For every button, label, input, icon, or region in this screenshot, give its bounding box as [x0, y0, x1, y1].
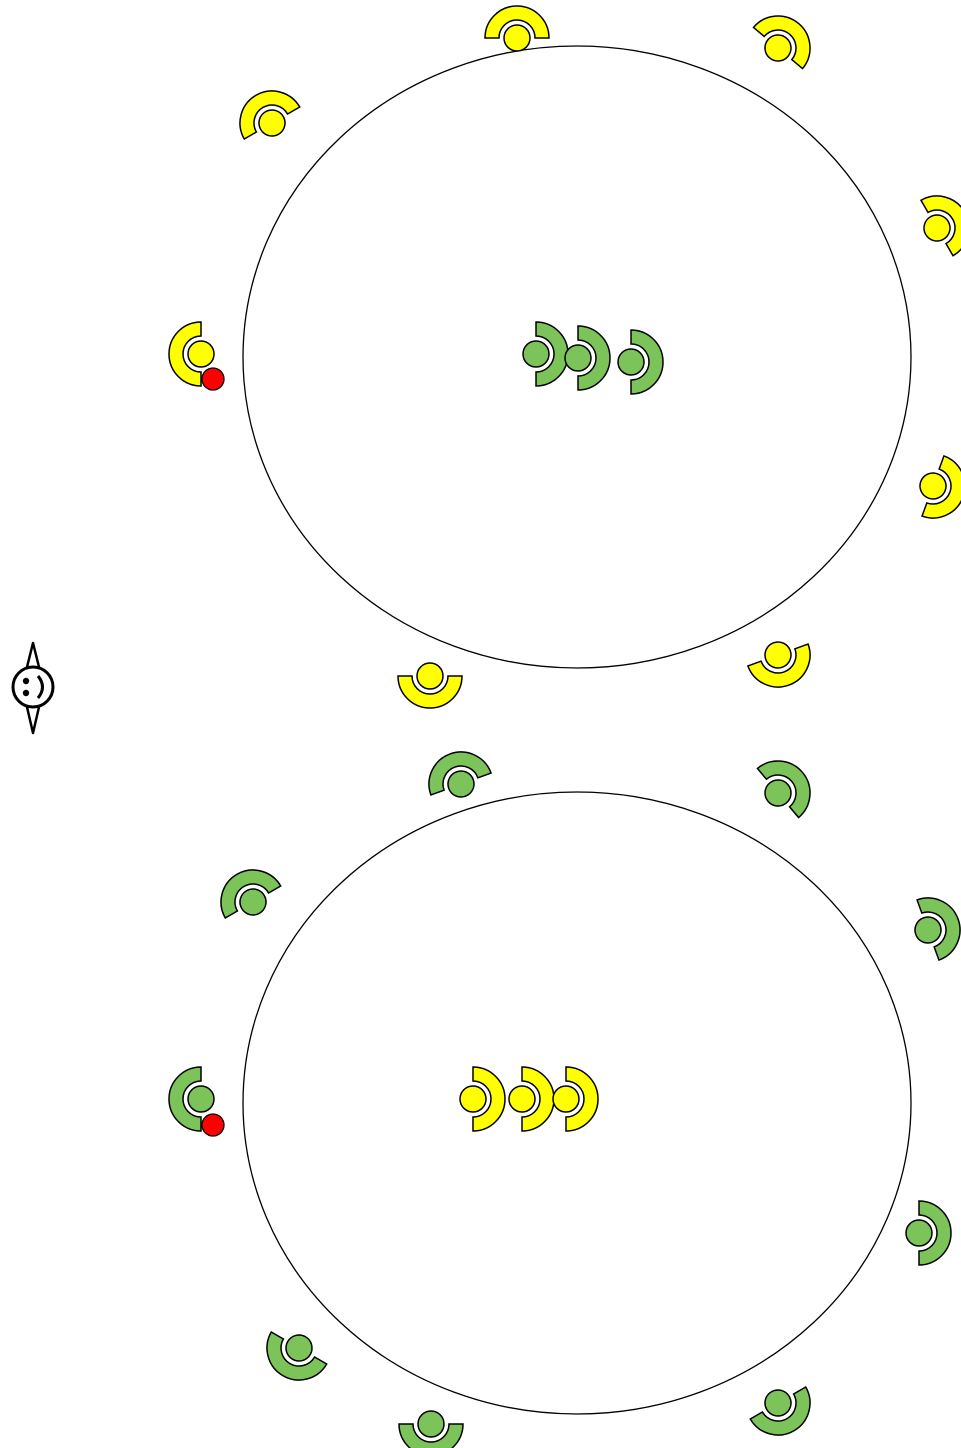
seat-band-icon [577, 325, 611, 391]
outer-seat [756, 760, 811, 819]
seat-band-icon [749, 1385, 811, 1436]
center-seat [617, 329, 664, 395]
seat-head-icon [187, 340, 215, 368]
seat-head-icon [508, 1085, 536, 1113]
seat-head-icon [417, 1410, 445, 1438]
outer-seat [919, 195, 961, 257]
center-seat [508, 1066, 555, 1132]
seat-band-icon [168, 321, 202, 387]
ring-outline [242, 45, 912, 669]
center-seat [552, 1066, 599, 1132]
outer-seat [749, 1385, 811, 1436]
seat-head-icon [764, 1389, 792, 1417]
outer-seat [266, 1330, 328, 1381]
red-dot-icon [201, 1113, 225, 1137]
seat-band-icon [752, 15, 811, 70]
seat-head-icon [187, 1085, 215, 1113]
seat-band-icon [918, 1200, 952, 1266]
seat-head-icon [258, 109, 286, 137]
seat-band-icon [916, 897, 961, 962]
seat-head-icon [416, 662, 444, 690]
smiley-face-icon [11, 641, 55, 735]
outer-seat [484, 5, 550, 52]
seat-band-icon [398, 1423, 464, 1448]
outer-seat [746, 641, 811, 688]
seat-band-icon [746, 643, 811, 688]
center-seat [459, 1066, 506, 1132]
center-seat [522, 321, 569, 387]
outer-seat [905, 1200, 952, 1266]
seat-band-icon [565, 1066, 599, 1132]
seat-head-icon [764, 34, 792, 62]
outer-seat [397, 662, 463, 709]
seat-head-icon [503, 24, 531, 52]
seat-head-icon [919, 472, 947, 500]
upper-ring [168, 5, 961, 709]
red-dot-icon [201, 367, 225, 391]
seat-head-icon [552, 1085, 580, 1113]
outer-seat [220, 869, 282, 920]
outer-seat [168, 321, 215, 387]
seat-head-icon [914, 916, 942, 944]
outer-seat [239, 90, 301, 141]
seat-band-icon [919, 195, 961, 257]
seat-head-icon [239, 888, 267, 916]
seat-band-icon [472, 1066, 506, 1132]
seat-head-icon [764, 779, 792, 807]
outer-seat [752, 15, 811, 70]
seat-head-icon [564, 344, 592, 372]
outer-seat [398, 1410, 464, 1448]
outer-seat [919, 454, 961, 519]
center-seat [564, 325, 611, 391]
seat-band-icon [220, 869, 282, 920]
seat-head-icon [905, 1219, 933, 1247]
seat-head-icon [522, 340, 550, 368]
seat-band-icon [397, 675, 463, 709]
outer-seat [428, 751, 493, 798]
seat-band-icon [168, 1066, 202, 1132]
seat-band-icon [521, 1066, 555, 1132]
seat-head-icon [447, 770, 475, 798]
seat-band-icon [484, 5, 550, 39]
seat-head-icon [764, 641, 792, 669]
lower-ring [168, 751, 961, 1448]
seat-band-icon [535, 321, 569, 387]
seat-head-icon [923, 214, 951, 242]
seat-head-icon [459, 1085, 487, 1113]
seat-head-icon [285, 1334, 313, 1362]
seat-band-icon [921, 454, 961, 519]
outer-seat [914, 897, 961, 962]
outer-seat [168, 1066, 215, 1132]
seat-band-icon [428, 751, 493, 796]
seat-band-icon [239, 90, 301, 141]
seat-head-icon [617, 348, 645, 376]
ring-outline [242, 791, 912, 1415]
seat-band-icon [266, 1330, 328, 1381]
seat-band-icon [630, 329, 664, 395]
seat-band-icon [756, 760, 811, 819]
